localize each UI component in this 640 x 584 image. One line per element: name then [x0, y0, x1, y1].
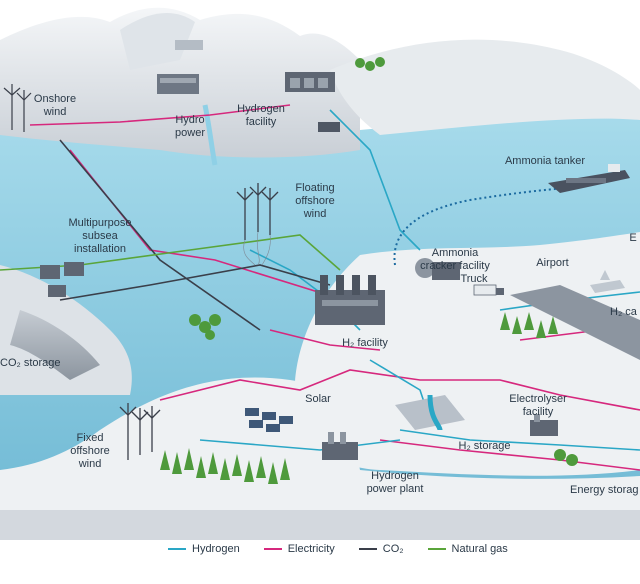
legend-swatch-electricity: [263, 548, 282, 550]
electrolyser-plant: [530, 414, 558, 436]
floating-offshore-wind-turbines: [236, 183, 279, 240]
terrain-base: [0, 510, 640, 540]
truck-vehicle: [473, 284, 504, 296]
legend-label-hydrogen: Hydrogen: [192, 543, 240, 555]
co2-storage-landmass: [0, 265, 132, 395]
label-airport: Airport: [536, 257, 569, 269]
northern-land-right: [330, 39, 640, 135]
fixed-offshore-wind-turbines: [119, 403, 161, 460]
label-onshore-wind: Onshore wind: [33, 93, 77, 118]
label-floating-offshore-wind: Floating offshore wind: [295, 182, 335, 220]
label-electrolyser: Electrolyser facility: [509, 393, 567, 418]
hydro-power-plant: [157, 40, 203, 94]
h2-storage-pit: [395, 394, 465, 431]
onshore-wind-turbines: [3, 84, 32, 132]
legend-swatch-co2: [358, 548, 377, 550]
legend-swatch-hydrogen: [168, 548, 186, 550]
legend-item-electricity: Electricity: [263, 543, 335, 555]
label-truck: Truck: [460, 273, 488, 285]
airport-area: [510, 270, 640, 360]
legend-swatch-natural-gas: [427, 548, 446, 550]
legend: Hydrogen Electricity CO₂ Natural gas: [168, 541, 532, 557]
label-h2-cars: H₂ ca: [610, 306, 637, 318]
legend-item-co2: CO₂: [358, 543, 404, 555]
label-fixed-offshore-wind: Fixed offshore wind: [70, 432, 110, 470]
ammonia-shipping-route: [393, 187, 566, 266]
tree-clusters: [160, 57, 578, 484]
legend-label-natural-gas: Natural gas: [451, 543, 508, 555]
legend-label-electricity: Electricity: [287, 543, 335, 555]
label-h2-facility: H₂ facility: [342, 337, 388, 349]
legend-label-co2: CO₂: [382, 543, 404, 555]
label-h2-storage: H₂ storage: [458, 440, 511, 452]
ammonia-cracker-plant: [415, 258, 460, 280]
hydrogen-facility-top: [285, 72, 340, 132]
h2-facility-plant: [315, 275, 385, 325]
label-hydrogen-facility: Hydrogen facility: [237, 103, 285, 128]
label-ammonia-cracker: Ammonia cracker facility: [420, 247, 490, 272]
solar-panels: [245, 408, 293, 432]
legend-item-natural-gas: Natural gas: [427, 543, 508, 555]
label-hydrogen-power-plant: Hydrogen power plant: [366, 470, 424, 495]
label-multipurpose-subsea: Multipurpose subsea installation: [68, 217, 132, 255]
southern-land: [0, 377, 640, 520]
ammonia-tanker-ship: [548, 164, 630, 193]
label-edge-b: E: [629, 232, 637, 244]
multipurpose-subsea-installation: [40, 262, 84, 297]
label-co2-storage: CO₂ storage: [0, 357, 61, 369]
label-solar: Solar: [305, 393, 331, 405]
legend-item-hydrogen: Hydrogen: [168, 543, 240, 555]
hydrogen-power-plant-building: [322, 432, 358, 460]
co2-lines: [59, 139, 331, 331]
label-hydro-power: Hydro power: [175, 114, 205, 139]
label-ammonia-tanker: Ammonia tanker: [504, 155, 586, 167]
label-energy-storage: Energy storag: [570, 484, 639, 496]
